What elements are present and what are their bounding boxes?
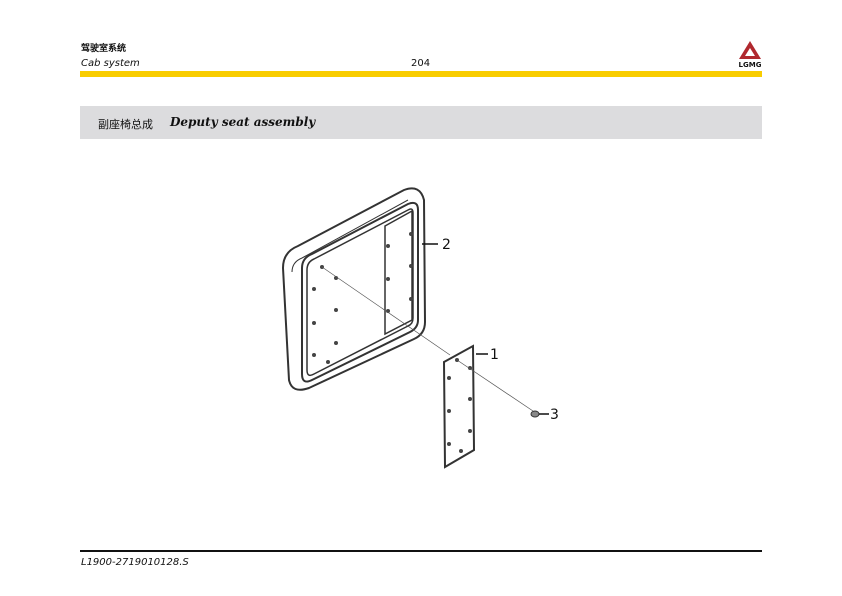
screw-part-3 — [530, 410, 540, 418]
callout-1: 1 — [490, 347, 499, 363]
callout-2: 2 — [442, 237, 451, 253]
svg-text:LGMG: LGMG — [739, 61, 762, 68]
page-number: 204 — [411, 58, 431, 69]
chapter-title-en: Cab system — [81, 58, 140, 69]
assembly-axis-line — [321, 266, 534, 412]
lgmg-logo: LGMG — [739, 41, 762, 68]
cover-plate — [442, 344, 476, 469]
chapter-title-cn: 驾驶室系统 — [81, 44, 127, 54]
header-accent-bar — [80, 71, 762, 77]
section-title-cn: 副座椅总成 — [98, 118, 153, 131]
footer-divider — [80, 550, 762, 552]
plate-holes — [447, 358, 472, 453]
callouts — [422, 243, 549, 415]
document-code: L1900-2719010128.S — [81, 557, 189, 568]
section-banner: 副座椅总成 Deputy seat assembly — [80, 106, 762, 139]
seat-back-frame — [281, 187, 427, 391]
section-title-en: Deputy seat assembly — [170, 115, 316, 129]
callout-3: 3 — [550, 407, 559, 423]
